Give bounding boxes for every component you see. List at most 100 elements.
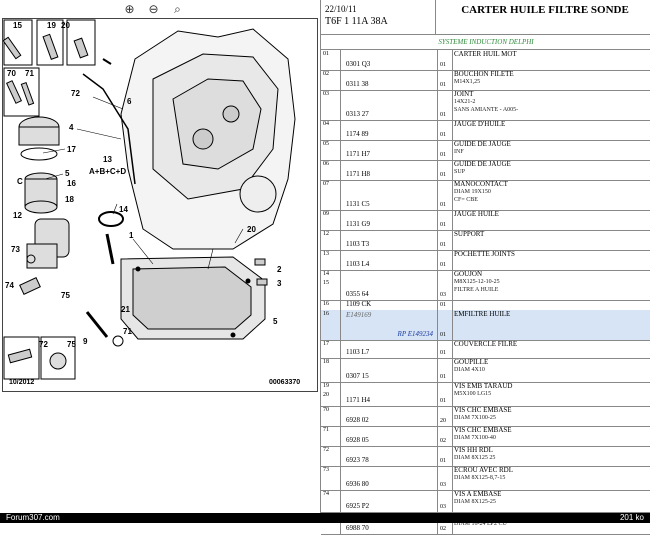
callout-label: 71: [25, 69, 34, 78]
callout-label: 9: [83, 337, 88, 346]
ref-number: 19: [323, 383, 329, 389]
ref-number: 03: [323, 91, 329, 97]
quantity-cell: 01: [438, 180, 453, 210]
part-number: 1174 89: [346, 130, 369, 138]
description-cell: CARTER HUIL MOT: [454, 50, 650, 70]
callout-label: 20: [61, 21, 70, 30]
ref-cell: 16: [321, 300, 341, 310]
part-name: VIS HH RDL: [454, 446, 493, 454]
part-number: 0313 27: [346, 110, 369, 118]
diagram-code: 00063370: [269, 379, 301, 386]
diagram-toolbar: ⊕ ⊖ ⌕: [0, 0, 318, 20]
callout-label: 71: [123, 327, 132, 336]
part-number-cell: 1109 CK: [342, 300, 438, 310]
ref-number: 04: [323, 121, 329, 127]
quantity: 01: [440, 458, 446, 464]
ref-cell: 06: [321, 160, 341, 180]
part-number-cell: 1131 G9: [342, 210, 438, 230]
subtitle: SYSTEME INDUCTION DELPHI: [321, 35, 650, 50]
quantity-cell: 01: [438, 120, 453, 140]
quantity: 01: [440, 350, 446, 356]
quantity-cell: 20: [438, 406, 453, 426]
ref-cell: 74: [321, 490, 341, 512]
part-number-cell: 6928 02: [342, 406, 438, 426]
quantity: 03: [440, 482, 446, 488]
part-spec: 14X21-2: [454, 99, 476, 105]
part-number: 1131 G9: [346, 220, 371, 228]
part-number-cell: 1103 T3: [342, 230, 438, 250]
callout-label: 73: [11, 245, 20, 254]
quantity: 01: [440, 242, 446, 248]
quantity-cell: 01: [438, 250, 453, 270]
part-number: 6925 P2: [346, 502, 370, 510]
part-number-cell: 1171 H4: [342, 382, 438, 406]
part-spec: M14X1,25: [454, 79, 481, 85]
ref-cell: 12: [321, 230, 341, 250]
part-number: 6936 80: [346, 480, 369, 488]
site-label: Forum307.com: [6, 513, 60, 522]
quantity: 01: [440, 332, 446, 338]
part-number: 1131 C5: [346, 200, 370, 208]
part-number: 0301 Q3: [346, 60, 371, 68]
zoom-out-icon[interactable]: ⊖: [148, 2, 159, 16]
part-number-cell: 1103 L4: [342, 250, 438, 270]
quantity: 01: [440, 262, 446, 268]
part-name: GUIDE DE JAUGE: [454, 160, 511, 168]
quantity: 01: [440, 398, 446, 404]
zoom-in-icon[interactable]: ⊕: [124, 2, 135, 16]
quantity: 01: [440, 82, 446, 88]
ref-cell: 03: [321, 90, 341, 120]
part-name: GUIDE DE JAUGE: [454, 140, 511, 148]
description-cell: POCHETTE JOINTS: [454, 250, 650, 270]
part-number: 6928 02: [346, 416, 369, 424]
part-number: 1103 T3: [346, 240, 370, 248]
callout-label: 72: [39, 340, 48, 349]
part-name: BOUCHON FILETE: [454, 70, 514, 78]
parts-header: 22/10/11 T6F 1 11A 38A CARTER HUILE FILT…: [321, 0, 650, 35]
quantity: 02: [440, 526, 446, 532]
ref-cell: 73: [321, 466, 341, 490]
ref-number: 72: [323, 447, 329, 453]
callout-label: 12: [13, 211, 22, 220]
table-row[interactable]: 12 1103 T3 01 SUPPORT: [321, 230, 650, 251]
callout-label: 75: [67, 340, 76, 349]
part-name: VIS CHC EMBASE: [454, 426, 512, 434]
ref-number: 17: [323, 341, 329, 347]
quantity: 01: [440, 222, 446, 228]
part-name: SUPPORT: [454, 230, 485, 238]
description-cell: SUPPORT: [454, 230, 650, 250]
engine-illustration: [3, 19, 296, 380]
part-spec: DIAM 4X10: [454, 367, 485, 373]
diagram-date: 10/2012: [9, 379, 35, 386]
part-spec: DIAM 7X100-40: [454, 435, 496, 441]
ref-cell: 07: [321, 180, 341, 210]
replacement-part-number: RP E149234: [397, 330, 433, 338]
zoom-fit-icon[interactable]: ⌕: [174, 2, 181, 16]
callout-label: 19: [47, 21, 56, 30]
part-spec: CF= CBE: [454, 197, 478, 203]
